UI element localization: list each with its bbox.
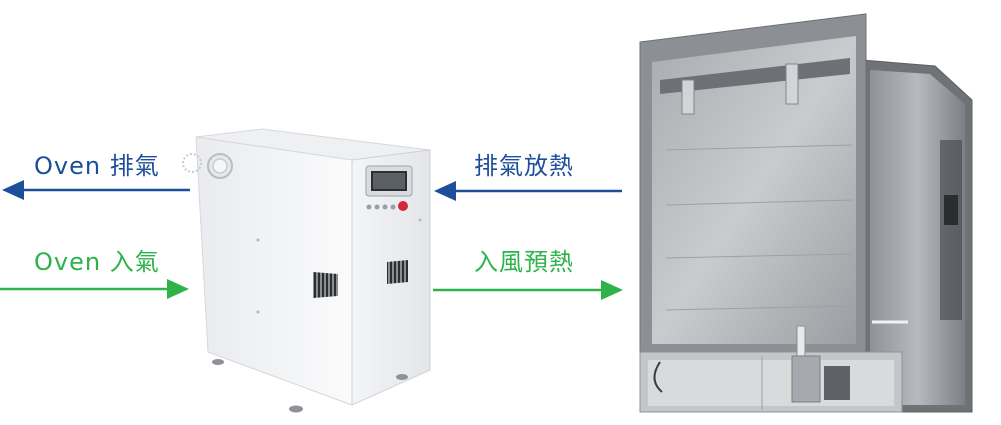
oven-intake-label: Oven 入氣 <box>34 248 160 276</box>
intake-to-oven-arrow <box>433 280 623 300</box>
industrial-oven-icon <box>639 13 973 413</box>
oven-exhaust-label: Oven 排氣 <box>34 152 160 180</box>
exhaust-out-arrow <box>2 180 190 200</box>
intake-preheat-label: 入風預熱 <box>474 248 574 276</box>
intake-in-arrow <box>0 279 189 299</box>
exhaust-from-oven-arrow <box>434 181 622 201</box>
exhaust-heat-release-label: 排氣放熱 <box>474 152 574 180</box>
heat-recovery-unit-icon <box>182 128 431 413</box>
